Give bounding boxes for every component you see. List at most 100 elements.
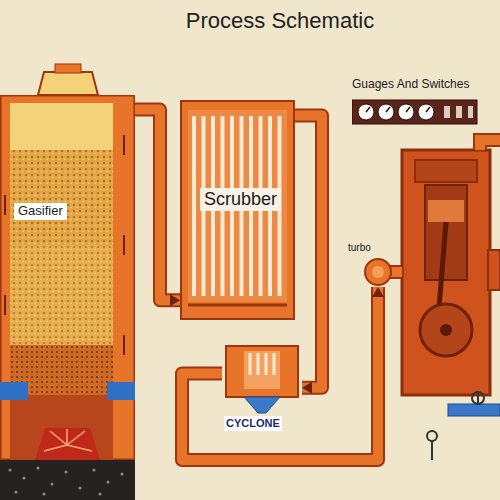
decor-shape	[444, 106, 450, 118]
decor-shape	[99, 493, 102, 496]
decor-shape	[123, 235, 125, 255]
decor-shape	[0, 382, 28, 400]
decor-shape	[192, 116, 196, 296]
arrow-head	[302, 382, 312, 394]
node-label: turbo	[348, 242, 371, 254]
decor-shape	[426, 107, 430, 112]
engine-piston	[428, 200, 464, 222]
decor-shape	[123, 135, 125, 155]
decor-shape	[10, 245, 113, 345]
gasifier-vessel: Gasifier	[0, 95, 135, 460]
arrow-head	[372, 287, 384, 297]
decor-shape	[386, 107, 390, 112]
decor-shape	[67, 445, 92, 451]
gasifier-hatch	[55, 64, 81, 73]
decor-shape	[226, 346, 298, 397]
decor-shape	[244, 397, 280, 413]
node-label: Guages And Switches	[352, 78, 469, 92]
decor-shape	[456, 106, 462, 118]
decor-shape	[378, 104, 394, 120]
decor-shape	[188, 110, 287, 302]
decor-shape	[123, 335, 125, 355]
decor-shape	[406, 107, 410, 112]
decor-shape	[372, 266, 384, 278]
decor-shape	[249, 353, 252, 375]
node-outline	[0, 95, 135, 460]
decor-shape	[67, 431, 85, 445]
gasifier-dome	[38, 72, 98, 95]
decor-shape	[418, 104, 434, 120]
turbo-charger: turbo	[348, 242, 396, 287]
crank-hub	[440, 324, 452, 336]
decor-shape	[35, 428, 100, 460]
decor-shape	[273, 353, 276, 375]
decor-shape	[188, 304, 287, 307]
decor-shape	[244, 351, 280, 389]
decor-shape	[44, 445, 67, 451]
diagram-title: Process Schematic	[186, 8, 374, 34]
decor-shape	[358, 104, 374, 120]
exhaust-pipe	[480, 140, 500, 150]
decor-shape	[37, 467, 40, 470]
decor-shape	[5, 135, 124, 355]
decor-shape	[352, 100, 477, 124]
decor-shape	[468, 106, 473, 118]
decor-shape	[366, 107, 370, 112]
decor-shape	[4, 295, 6, 315]
decor-shape	[50, 431, 67, 445]
decor-shape	[9, 469, 12, 472]
ash-pit	[0, 460, 135, 500]
cyclone-separator: CYCLONE	[222, 345, 302, 440]
decor-shape	[107, 382, 135, 400]
pipe-wall	[135, 110, 180, 301]
line-gauge	[427, 431, 437, 441]
decor-shape	[1, 96, 135, 460]
scrubber-tank: Scrubber	[180, 100, 295, 320]
node-label: Scrubber	[200, 188, 281, 211]
decor-shape	[4, 195, 6, 215]
pipe-connector	[295, 115, 322, 393]
arrow-head	[170, 294, 180, 306]
decor-shape	[121, 473, 124, 476]
gauge-stem	[431, 440, 433, 460]
decor-shape	[10, 150, 113, 245]
node-label: Gasifier	[14, 203, 67, 220]
decor-shape	[66, 429, 68, 445]
decor-shape	[366, 107, 430, 112]
engine-block	[402, 150, 490, 395]
decor-shape	[44, 429, 92, 451]
decor-shape	[43, 493, 46, 496]
engine-crank	[420, 304, 472, 356]
decor-shape	[93, 469, 96, 472]
decor-shape	[79, 487, 82, 490]
decor-shape	[10, 395, 113, 460]
engine-side-box	[488, 250, 500, 290]
decor-shape	[365, 259, 391, 285]
decor-shape	[257, 353, 260, 375]
engine-head	[415, 160, 477, 182]
ash-dots	[9, 467, 124, 496]
pipe-wall	[295, 115, 322, 387]
decor-shape	[10, 103, 113, 460]
decor-shape	[358, 104, 434, 120]
node-label: CYCLONE	[224, 416, 282, 431]
pipe-bore	[135, 110, 180, 301]
decor-shape	[265, 353, 268, 375]
decor-shape	[51, 483, 54, 486]
intake-valve	[472, 392, 484, 404]
pipe-connector	[135, 110, 180, 307]
title-holder: Process Schematic	[130, 8, 430, 34]
decor-shape	[398, 104, 414, 120]
decor-shape	[23, 477, 26, 480]
decor-shape	[65, 471, 68, 474]
exhaust-pipe-inner	[480, 140, 500, 150]
decor-shape	[107, 481, 110, 484]
decor-shape	[15, 491, 18, 494]
decor-shape	[181, 101, 294, 319]
pipe-bore	[295, 115, 322, 387]
air-intake-pipe	[448, 404, 500, 416]
valve-stem	[477, 392, 479, 404]
decor-shape	[444, 106, 473, 118]
